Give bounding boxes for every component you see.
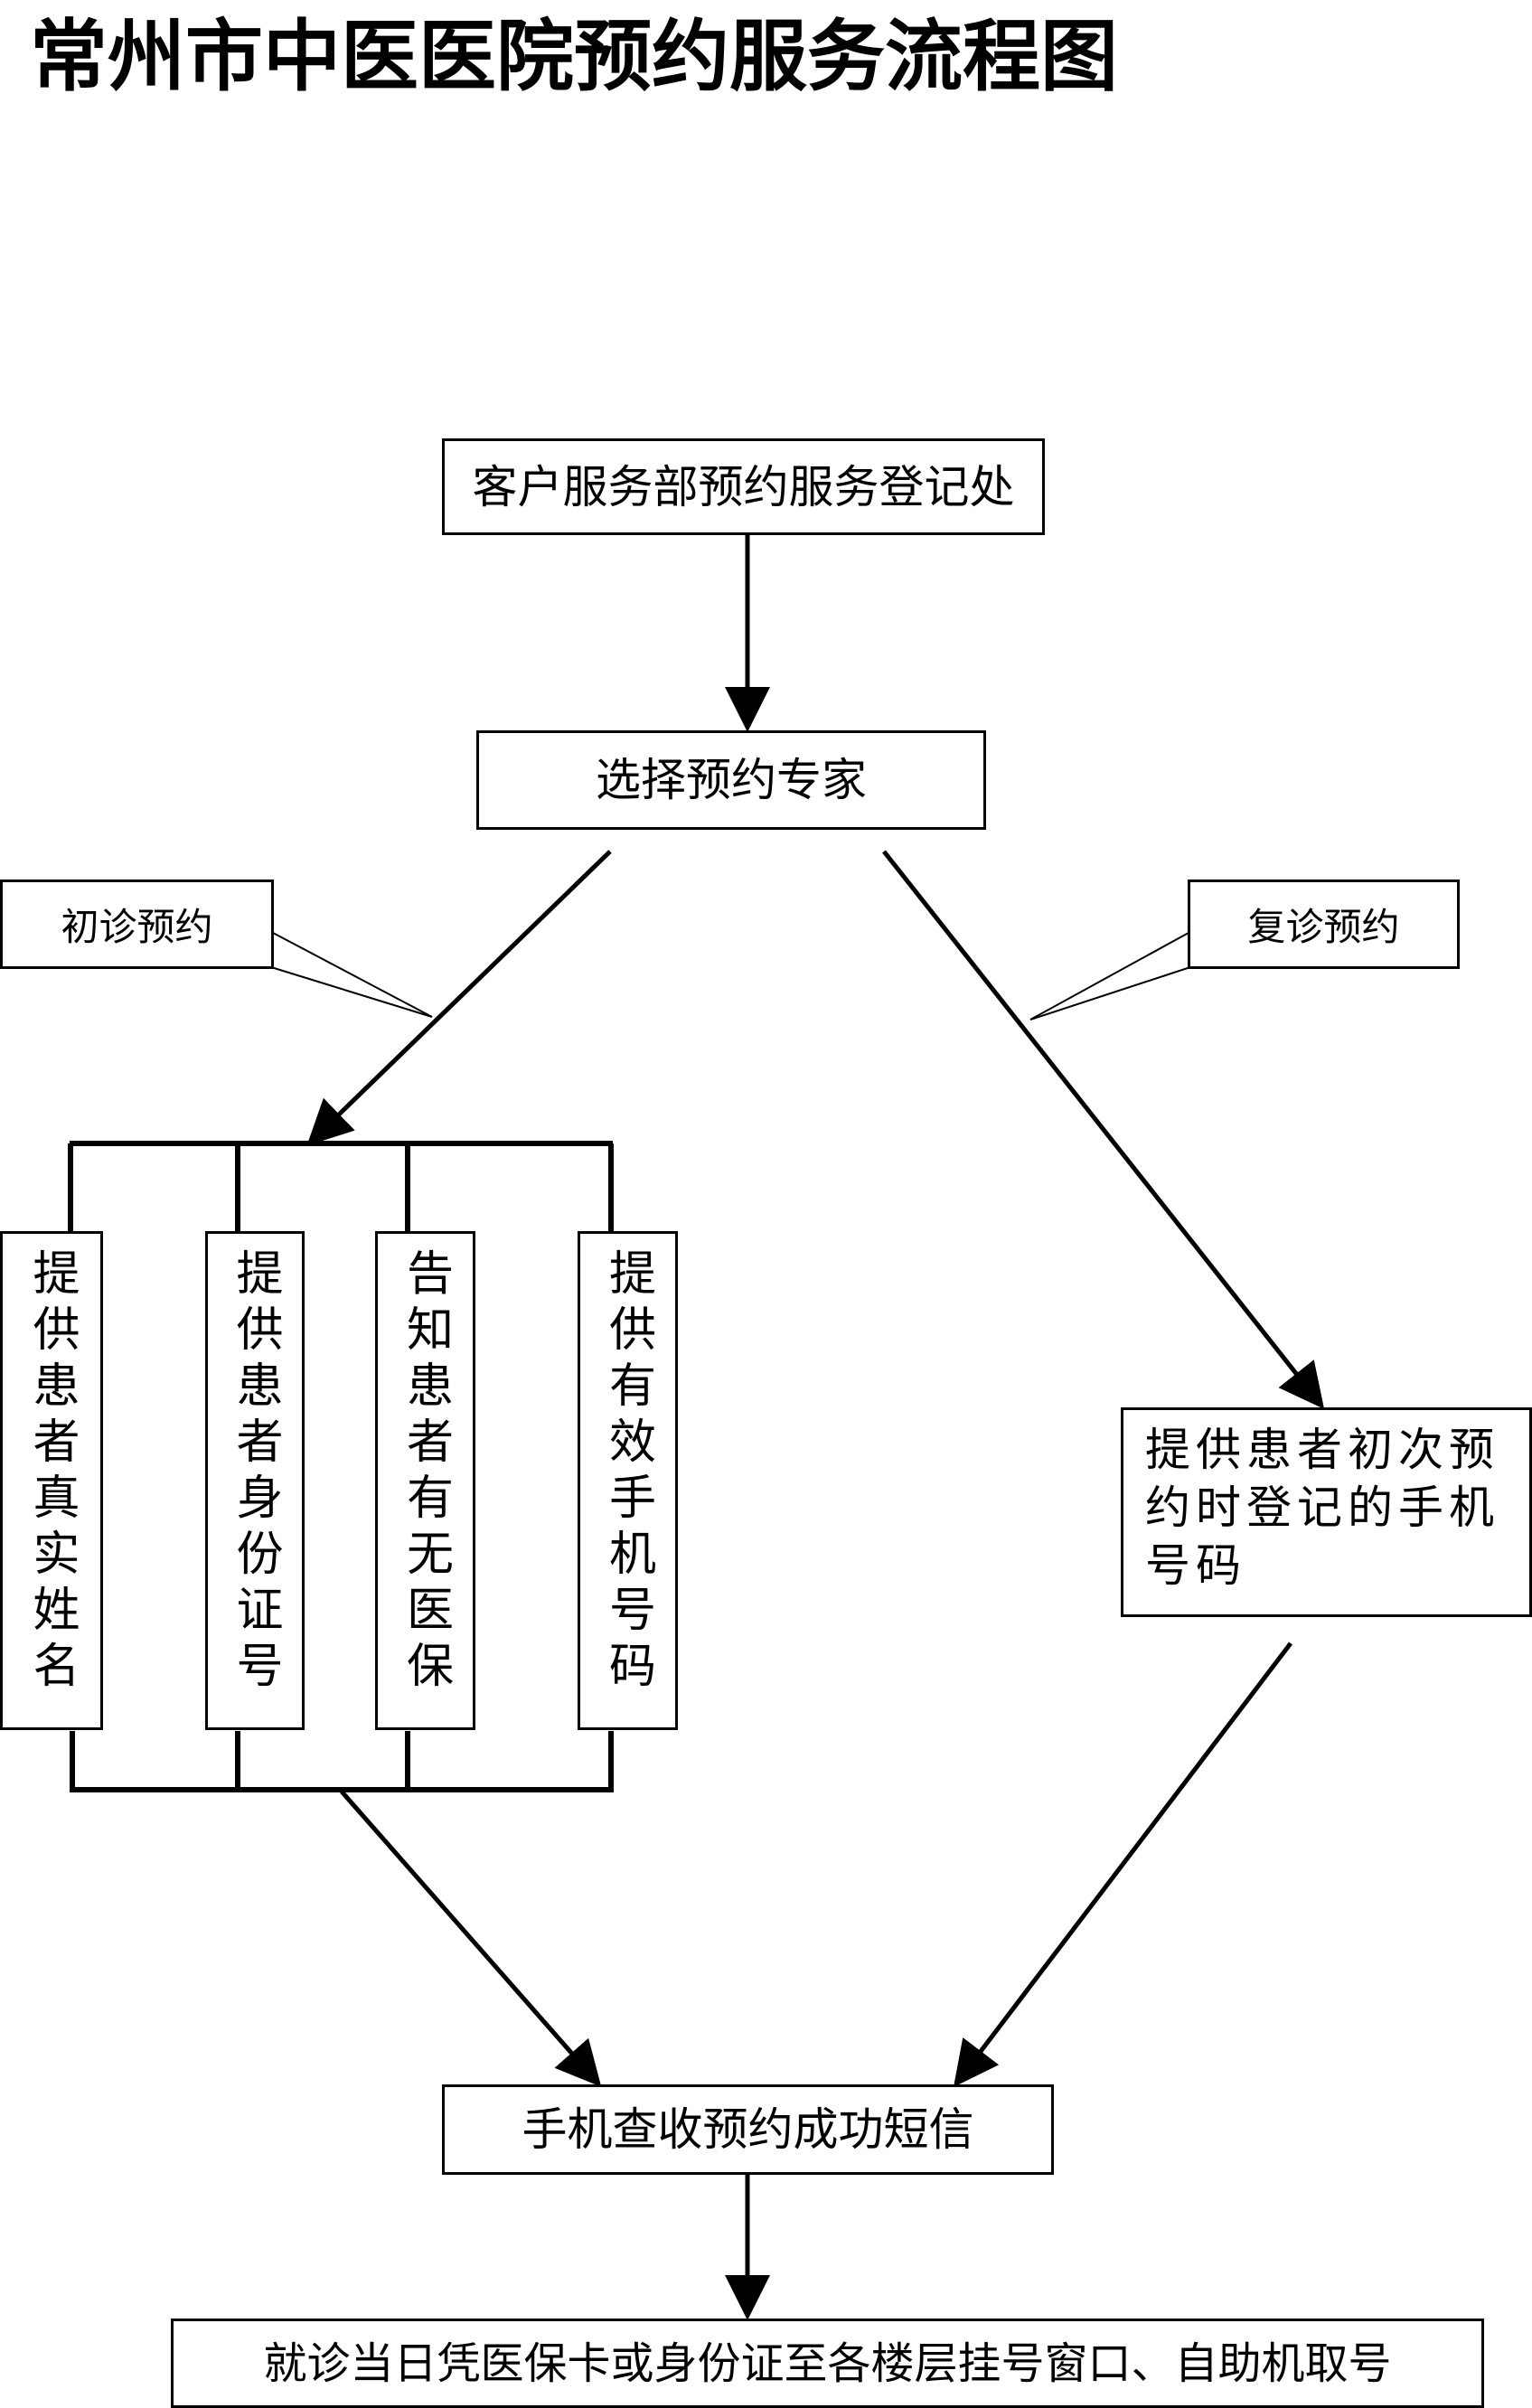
first-req-box-phone: 提供有效手机号码 xyxy=(578,1231,678,1730)
return-visit-callout: 复诊预约 xyxy=(1188,879,1460,969)
final-box: 就诊当日凭医保卡或身份证至各楼层挂号窗口、自助机取号 xyxy=(171,2319,1484,2408)
first-req-box-name: 提供患者真实姓名 xyxy=(0,1231,103,1730)
first-visit-label: 初诊预约 xyxy=(61,905,213,949)
first-req-insurance-label: 告知患者有无医保 xyxy=(398,1248,453,1697)
first-req-phone-label: 提供有效手机号码 xyxy=(600,1248,655,1697)
first-req-id-number-label: 提供患者身份证号 xyxy=(228,1248,282,1697)
first-req-box-insurance: 告知患者有无医保 xyxy=(375,1231,475,1730)
callout-pointer-first-visit xyxy=(269,931,433,1018)
arrow-return-to-sms xyxy=(953,1641,1292,2087)
registration-label: 客户服务部预约服务登记处 xyxy=(472,460,1015,513)
bottom-bracket xyxy=(70,1731,614,1792)
sms-label: 手机查收预约成功短信 xyxy=(522,2103,974,2156)
top-bracket xyxy=(68,1141,614,1232)
first-visit-callout: 初诊预约 xyxy=(0,879,274,969)
arrow-bracket-to-sms xyxy=(340,1790,602,2087)
registration-box: 客户服务部预约服务登记处 xyxy=(442,438,1045,535)
choose-expert-label: 选择预约专家 xyxy=(596,754,867,806)
arrow-expert-to-return-visit xyxy=(882,850,1325,1409)
arrow-expert-to-first-visit xyxy=(306,850,612,1146)
first-req-name-label: 提供患者真实姓名 xyxy=(24,1248,79,1697)
page-title: 常州市中医医院预约服务流程图 xyxy=(30,12,1118,102)
final-label: 就诊当日凭医保卡或身份证至各楼层挂号窗口、自助机取号 xyxy=(263,2337,1392,2389)
sms-box: 手机查收预约成功短信 xyxy=(442,2084,1054,2175)
callout-pointer-return-visit xyxy=(1029,931,1192,1021)
choose-expert-box: 选择预约专家 xyxy=(476,730,986,830)
return-visit-label: 复诊预约 xyxy=(1247,905,1400,949)
first-req-box-id-number: 提供患者身份证号 xyxy=(205,1231,305,1730)
return-req-box: 提供患者初次预约时登记的手机号码 xyxy=(1121,1407,1532,1617)
return-req-label: 提供患者初次预约时登记的手机号码 xyxy=(1145,1424,1499,1592)
